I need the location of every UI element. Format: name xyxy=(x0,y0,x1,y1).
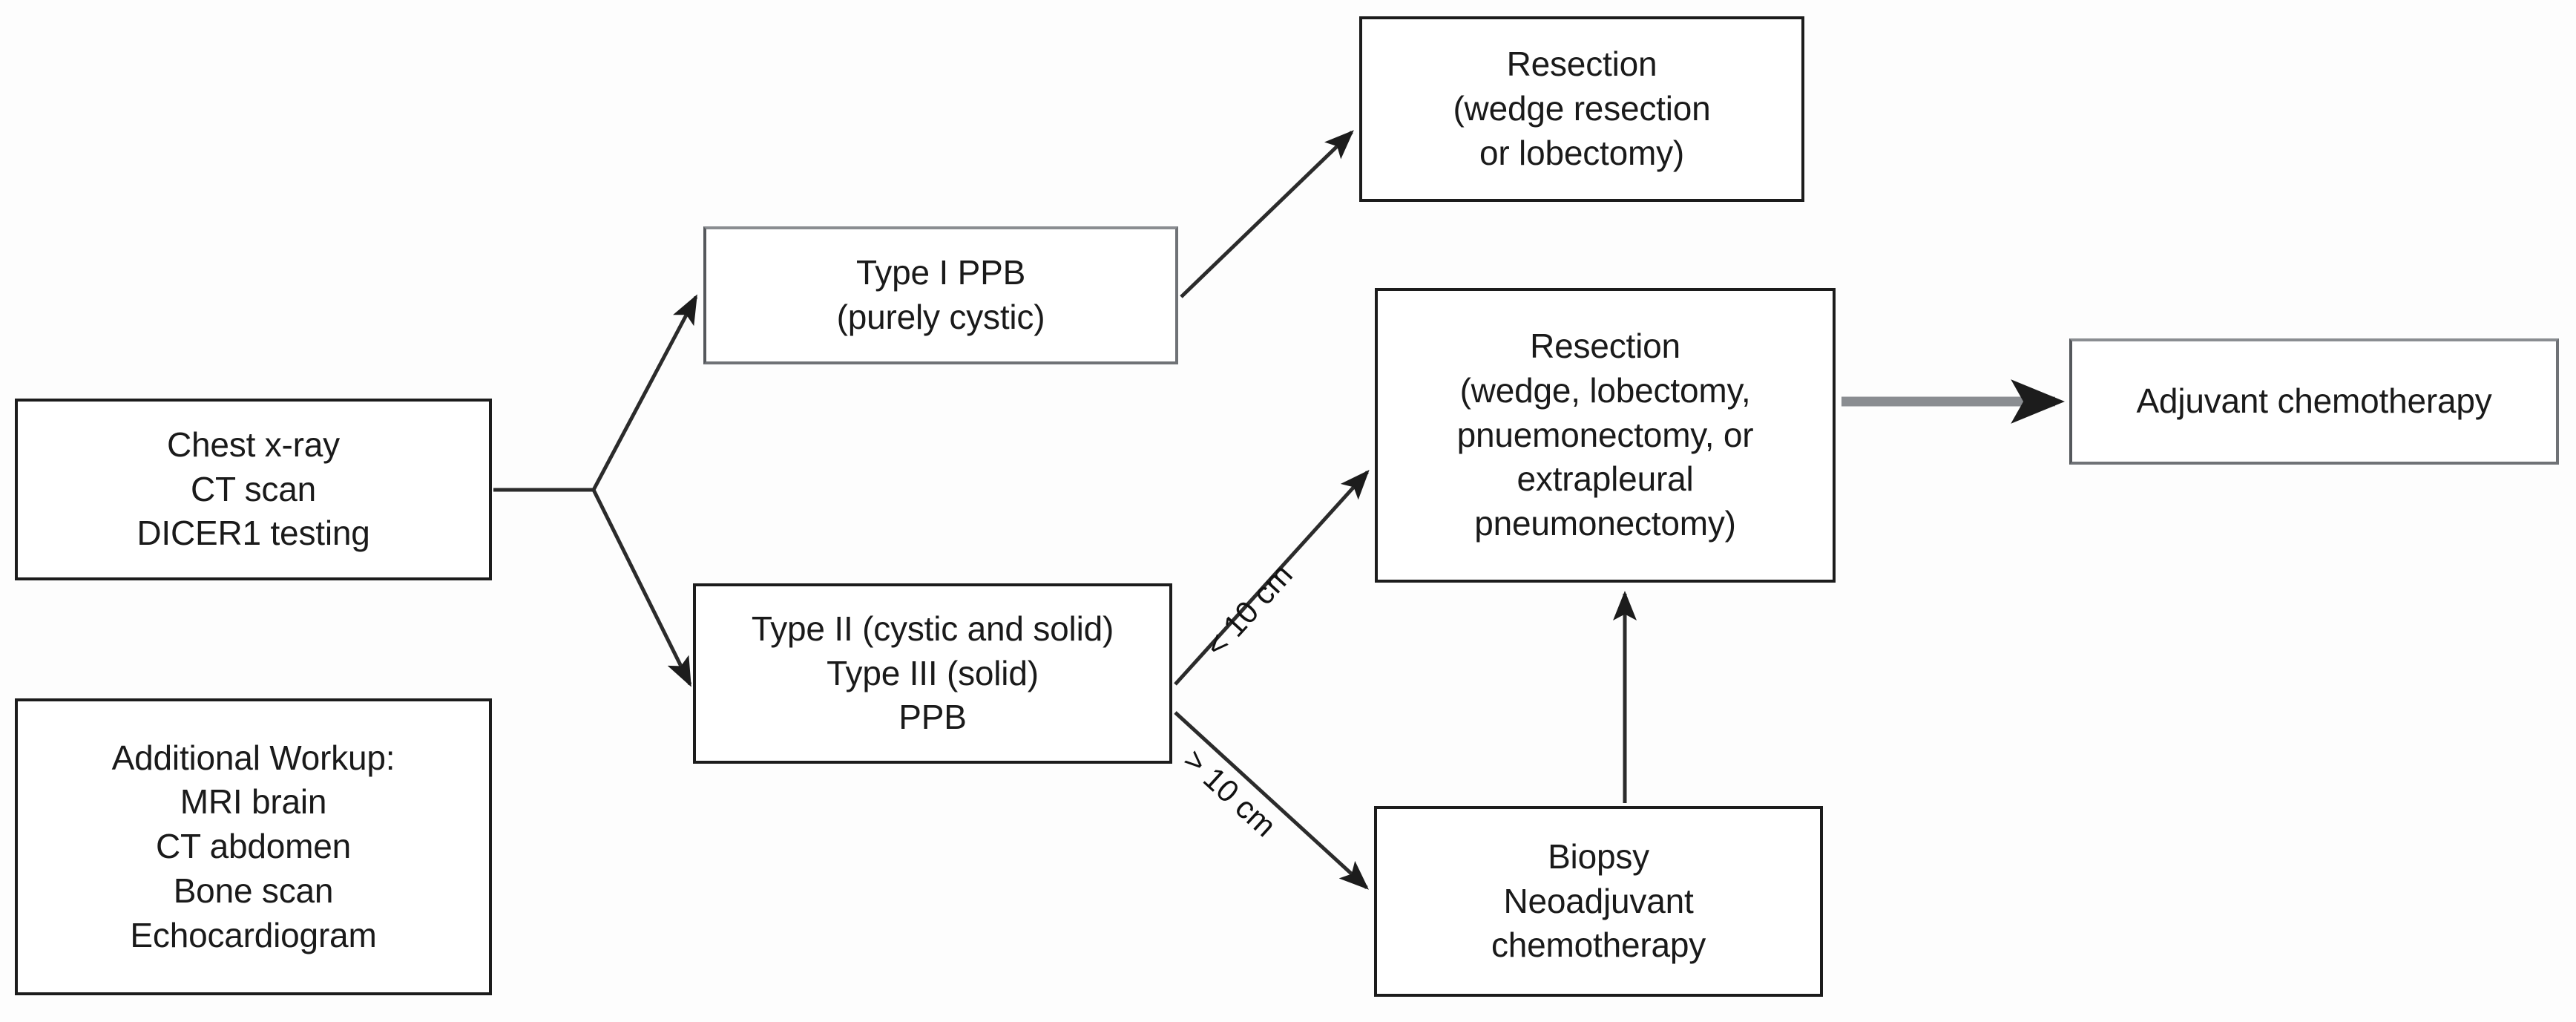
initial-workup-line-1: Chest x-ray xyxy=(167,425,340,464)
type-ii-iii-ppb-line-2: Type III (solid) xyxy=(827,653,1039,692)
edge-workup-to-type-i xyxy=(591,294,698,491)
edge-label-under-10cm: < 10 cm xyxy=(1198,557,1299,664)
edge-workup-to-type-ii-iii xyxy=(591,488,692,687)
resection-big-line-2: (wedge, lobectomy, xyxy=(1459,370,1751,410)
biopsy-line-2: Neoadjuvant xyxy=(1503,881,1694,920)
type-i-ppb-line-2: (purely cystic) xyxy=(836,298,1045,336)
type-i-ppb-box[interactable]: Type I PPB (purely cystic) xyxy=(703,226,1178,364)
resection-small-line-1: Resection xyxy=(1506,45,1657,84)
resection-wedge-or-lobectomy-box[interactable]: Resection (wedge resection or lobectomy) xyxy=(1359,16,1804,202)
additional-workup-box[interactable]: Additional Workup: MRI brain CT abdomen … xyxy=(15,698,492,995)
initial-workup-line-2: CT scan xyxy=(190,469,317,508)
resection-small-line-3: or lobectomy) xyxy=(1479,133,1685,172)
initial-workup-line-3: DICER1 testing xyxy=(137,514,370,553)
additional-workup-line-5: Echocardiogram xyxy=(130,915,377,954)
edge-type-i-to-resection xyxy=(1180,130,1354,298)
resection-big-line-1: Resection xyxy=(1530,327,1680,365)
resection-extrapleural-pneumonectomy-box[interactable]: Resection (wedge, lobectomy, pnuemonecto… xyxy=(1375,288,1836,583)
edge-label-over-10cm: > 10 cm xyxy=(1177,742,1284,844)
resection-small-line-2: (wedge resection xyxy=(1453,89,1711,128)
additional-workup-line-4: Bone scan xyxy=(173,871,334,910)
edge-type-ii-iii-to-biopsy xyxy=(1174,711,1369,890)
biopsy-line-3: chemotherapy xyxy=(1491,926,1706,965)
biopsy-line-1: Biopsy xyxy=(1548,836,1649,876)
biopsy-neoadjuvant-chemotherapy-box[interactable]: Biopsy Neoadjuvant chemotherapy xyxy=(1374,806,1823,997)
additional-workup-line-1: Additional Workup: xyxy=(111,738,395,777)
type-ii-iii-ppb-line-1: Type II (cystic and solid) xyxy=(751,609,1114,648)
initial-workup-box[interactable]: Chest x-ray CT scan DICER1 testing xyxy=(15,399,492,580)
type-i-ppb-line-1: Type I PPB xyxy=(855,253,1026,292)
adjuvant-chemotherapy-label: Adjuvant chemotherapy xyxy=(2136,381,2492,421)
resection-big-line-4: extrapleural xyxy=(1517,459,1694,499)
adjuvant-chemotherapy-box[interactable]: Adjuvant chemotherapy xyxy=(2069,338,2559,465)
resection-big-line-5: pneumonectomy) xyxy=(1474,504,1736,543)
type-ii-iii-ppb-line-3: PPB xyxy=(898,698,967,737)
resection-big-line-3: pnuemonectomy, or xyxy=(1456,415,1754,454)
type-ii-iii-ppb-box[interactable]: Type II (cystic and solid) Type III (sol… xyxy=(693,583,1172,764)
additional-workup-line-3: CT abdomen xyxy=(155,827,352,866)
additional-workup-line-2: MRI brain xyxy=(180,782,327,822)
